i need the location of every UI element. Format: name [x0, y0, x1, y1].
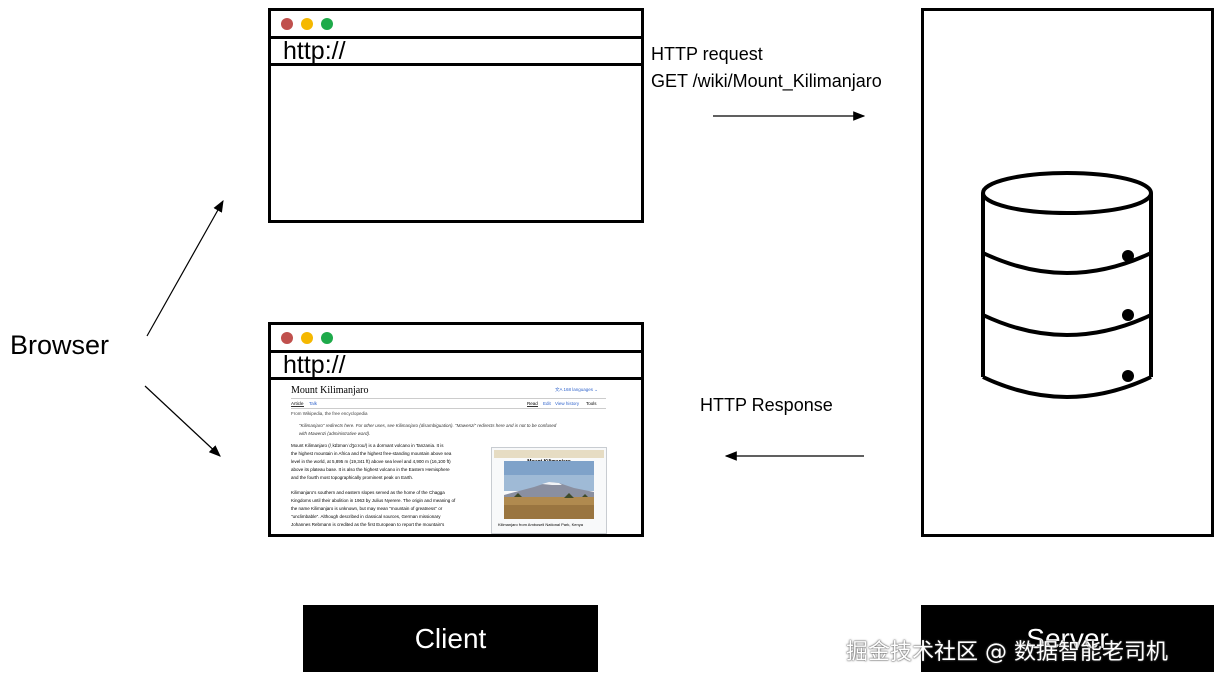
- close-dot-icon[interactable]: [281, 332, 293, 344]
- server-box: [921, 8, 1214, 537]
- para1-line-5: and the fourth most topographically prom…: [291, 475, 414, 480]
- server-label: Server: [1026, 623, 1109, 654]
- languages-button[interactable]: 文A 168 languages ⌄: [555, 387, 599, 392]
- para1-line-4: above its plateau base. It is also the h…: [291, 467, 450, 472]
- action-view-history[interactable]: View history: [555, 401, 580, 406]
- title-underline: [291, 398, 606, 399]
- hatnote-line-1: "Kilimanjaro" redirects here. For other …: [299, 423, 557, 428]
- para2-line-2: Kingdoms until their abolition in 1963 b…: [291, 498, 456, 503]
- para1-line-2: the highest mountain in Africa and the h…: [291, 451, 452, 456]
- tab-talk[interactable]: Talk: [309, 401, 318, 406]
- minimize-dot-icon[interactable]: [301, 18, 313, 30]
- arrow-to-empty-window: [146, 199, 224, 337]
- para2-line-4: "unclimbable". Although described in cla…: [291, 514, 441, 519]
- server-label-box: Server: [921, 605, 1214, 672]
- para1-line-1: Mount Kilimanjaro (/ˌkɪlɪmənˈdʒɑːroʊ/) i…: [291, 443, 444, 448]
- article-title: Mount Kilimanjaro: [291, 385, 369, 396]
- hatnote-line-2: with Mawenzi (administrative ward).: [299, 431, 371, 436]
- maximize-dot-icon[interactable]: [321, 18, 333, 30]
- database-icon: [981, 171, 1153, 399]
- response-label: HTTP Response: [700, 395, 833, 415]
- address-bar[interactable]: http://: [271, 37, 641, 66]
- request-line-1: HTTP request: [651, 44, 763, 64]
- tabs-underline: [291, 408, 606, 409]
- action-tools[interactable]: Tools: [586, 401, 597, 406]
- action-read[interactable]: Read: [527, 401, 538, 407]
- para2-line-3: the name Kilimanjaro is unknown, but may…: [291, 506, 443, 511]
- maximize-dot-icon[interactable]: [321, 332, 333, 344]
- minimize-dot-icon[interactable]: [301, 332, 313, 344]
- para2-line-5: Johannes Rebmann is credited as the firs…: [291, 522, 445, 527]
- client-label-box: Client: [303, 605, 598, 672]
- infobox-caption: Kilimanjaro from Amboseli National Park,…: [498, 522, 583, 527]
- title-bar: [271, 11, 641, 39]
- para1-line-3: level in the world, at 5,895 m (19,341 f…: [291, 459, 451, 464]
- browser-label: Browser: [10, 330, 110, 360]
- kilimanjaro-photo: [504, 461, 594, 519]
- infobox-title-bar: Mount Kilimanjaro: [494, 450, 604, 465]
- tagline: From Wikipedia, the free encyclopedia: [291, 411, 368, 416]
- tab-article[interactable]: Article: [291, 401, 304, 407]
- address-bar[interactable]: http://: [271, 351, 641, 380]
- arrow-to-loaded-window: [144, 385, 221, 457]
- client-label: Client: [414, 623, 487, 654]
- infobox: Mount Kilimanjaro Kilimanjaro from Ambos…: [491, 447, 607, 534]
- action-edit[interactable]: Edit: [543, 401, 551, 406]
- request-line-2: GET /wiki/Mount_Kilimanjaro: [651, 71, 882, 91]
- loaded-browser-window: http:// Mount Kilimanjaro 文A 168 languag…: [268, 322, 644, 537]
- translate-icon: 文A: [555, 387, 564, 392]
- address-text: http://: [283, 351, 346, 379]
- para2-line-1: Kilimanjaro's southern and eastern slope…: [291, 490, 445, 495]
- empty-browser-window: http://: [268, 8, 644, 223]
- title-bar: [271, 325, 641, 353]
- wikipedia-page: Mount Kilimanjaro 文A 168 languages ⌄ Art…: [271, 380, 641, 534]
- watermark: 掘金技术社区 @ 数据智能老司机: [846, 640, 1168, 665]
- address-text: http://: [283, 37, 346, 65]
- close-dot-icon[interactable]: [281, 18, 293, 30]
